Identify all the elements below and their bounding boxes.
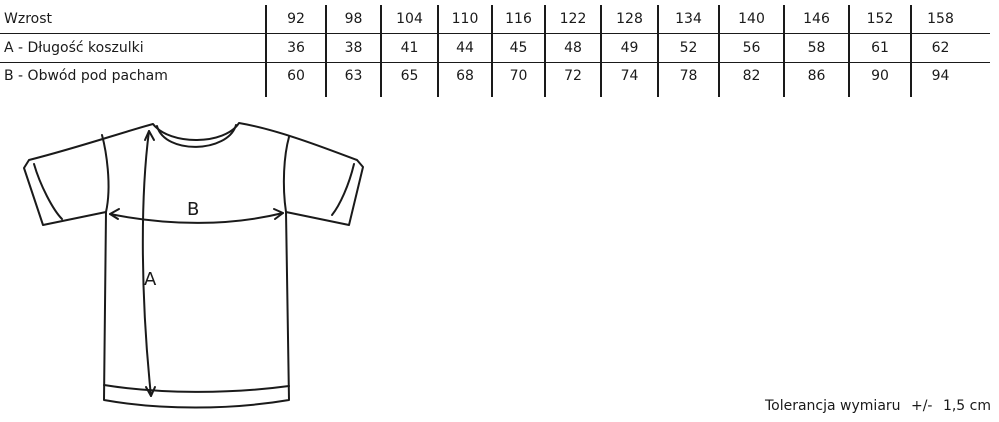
header-label: Wzrost — [4, 11, 52, 27]
table-cell: 90 — [871, 68, 889, 84]
left-armhole-seam — [101, 134, 110, 213]
table-cell: 48 — [564, 40, 582, 56]
col-divider — [491, 5, 493, 97]
col-divider — [783, 5, 785, 97]
bottom-hem — [103, 384, 290, 393]
table-cell: 72 — [564, 68, 582, 84]
table-line-1 — [0, 33, 990, 34]
measure-b-arrow — [109, 208, 284, 224]
col-divider — [544, 5, 546, 97]
table-cell: 62 — [931, 40, 950, 56]
table-cell: 86 — [807, 68, 826, 84]
col-divider — [380, 5, 382, 97]
col-divider — [718, 5, 720, 97]
table-cell: 58 — [807, 40, 826, 56]
table-line-2 — [0, 62, 990, 63]
col-divider — [600, 5, 602, 97]
right-sleeve-hem — [331, 163, 355, 216]
table-cell: 60 — [287, 68, 305, 84]
table-cell: 38 — [344, 40, 363, 56]
col-divider — [325, 5, 327, 97]
table-cell: 65 — [400, 68, 419, 84]
header-cell: 122 — [559, 11, 587, 27]
table-cell: 44 — [456, 40, 474, 56]
col-divider — [265, 5, 267, 97]
table-cell: 56 — [742, 40, 761, 56]
header-cell: 140 — [738, 11, 765, 27]
table-cell: 74 — [620, 68, 639, 84]
table-cell: 78 — [679, 68, 698, 84]
table-cell: 41 — [400, 40, 419, 56]
tolerance-label: Tolerancja wymiaru — [764, 398, 901, 414]
table-cell: 45 — [509, 40, 528, 56]
table-cell: 36 — [287, 40, 305, 56]
header-cell: 110 — [451, 11, 479, 27]
table-cell: 82 — [742, 68, 761, 84]
header-cell: 134 — [675, 11, 702, 27]
header-cell: 98 — [344, 11, 363, 27]
measure-a-arrow — [141, 130, 156, 397]
left-sleeve-hem — [33, 163, 63, 220]
tolerance-note: Tolerancja wymiaru +/- 1,5 cm — [765, 396, 991, 416]
header-cell: 116 — [505, 11, 532, 27]
row-label-a: A - Długość koszulki — [4, 40, 144, 56]
shirt-outline — [23, 122, 364, 409]
row-label-b: B - Obwód pod pacham — [4, 68, 168, 84]
tshirt-diagram: A B — [23, 122, 364, 409]
table-cell: 49 — [620, 40, 639, 56]
header-cell: 92 — [287, 11, 305, 27]
header-cell: 152 — [866, 11, 894, 27]
header-cell: 104 — [396, 11, 423, 27]
table-cell: 68 — [456, 68, 474, 84]
right-armhole-seam — [282, 136, 290, 213]
header-cell: 158 — [927, 11, 954, 27]
col-divider — [910, 5, 912, 97]
table-cell: 61 — [871, 40, 889, 56]
table-cell: 94 — [931, 68, 950, 84]
header-cell: 146 — [803, 11, 830, 27]
collar — [156, 124, 237, 148]
label-a: A — [144, 269, 157, 290]
table-cell: 70 — [509, 68, 528, 84]
table-cell: 63 — [344, 68, 363, 84]
table-cell: 52 — [679, 40, 698, 56]
label-b: B — [187, 199, 199, 220]
col-divider — [437, 5, 439, 97]
header-cell: 128 — [616, 11, 643, 27]
tolerance-value: 1,5 cm — [942, 398, 991, 414]
col-divider — [657, 5, 659, 97]
tolerance-symbol: +/- — [910, 398, 933, 414]
col-divider — [848, 5, 850, 97]
